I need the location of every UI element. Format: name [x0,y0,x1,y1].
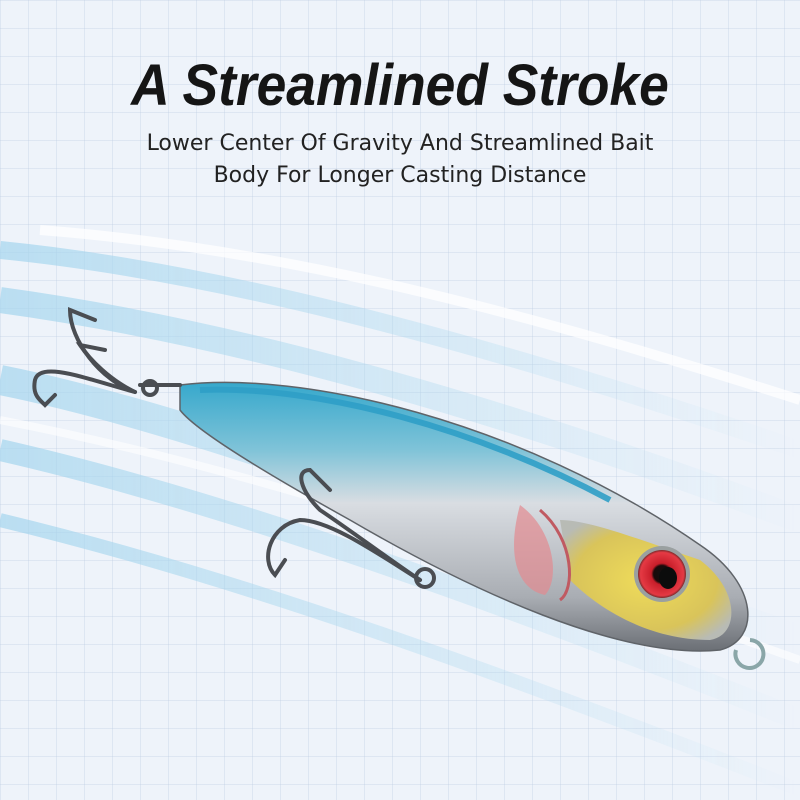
headline-subtitle: Lower Center Of Gravity And Streamlined … [0,128,800,192]
belly-hook [266,467,436,589]
headline-title: A Streamlined Stroke [131,53,669,118]
rear-hook [32,307,182,408]
lure-body [179,381,766,670]
subtitle-line-2: Body For Longer Casting Distance [213,163,587,188]
subtitle-line-1: Lower Center Of Gravity And Streamlined … [146,131,654,156]
